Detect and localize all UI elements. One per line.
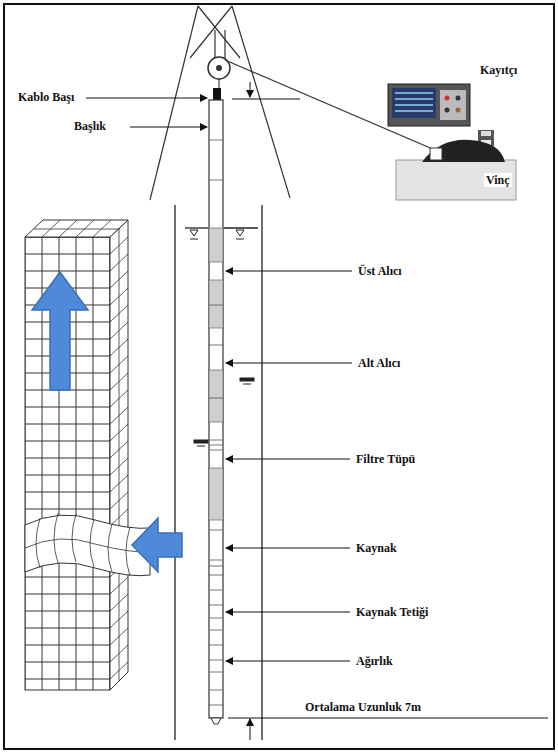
- part-label: Kaynak Tetiği: [354, 605, 430, 619]
- dimension-label: Ortalama Uzunluk 7m: [303, 700, 423, 714]
- part-label: Kaynak: [354, 541, 399, 555]
- part-label: Filtre Tüpü: [354, 452, 417, 466]
- device-label: Kayıtçı: [478, 63, 519, 77]
- part-label: Kablo Başı: [16, 90, 76, 104]
- device-label: Vinç: [484, 173, 512, 187]
- part-label: Başlık: [72, 119, 108, 133]
- part-label: Ağırlık: [354, 654, 395, 668]
- part-label: Alt Alıcı: [356, 356, 402, 370]
- part-label: Üst Alıcı: [356, 264, 404, 278]
